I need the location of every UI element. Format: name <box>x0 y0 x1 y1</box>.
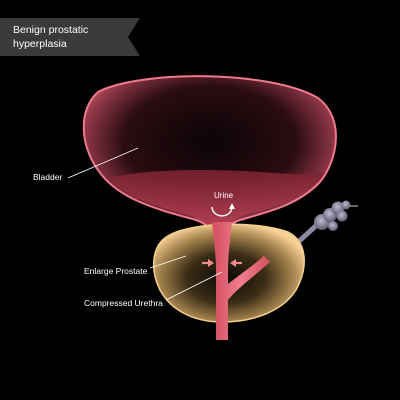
vesicle-lobe <box>328 221 338 231</box>
title-line-1: Benign prostatic <box>13 24 89 36</box>
prostate <box>153 223 305 323</box>
bladder-label: Bladder <box>33 172 63 182</box>
leader-lines <box>67 147 223 301</box>
prostate-gland <box>153 223 305 323</box>
urethra <box>212 222 270 340</box>
circular-arrow-icon <box>211 203 235 217</box>
title-banner: Benign prostatic hyperplasia <box>0 18 140 56</box>
title-line-2: hyperplasia <box>13 38 67 50</box>
urethra-tube <box>212 222 270 340</box>
vesicle-lobe <box>336 210 348 222</box>
urethra-label: Compressed Urethra <box>84 298 163 308</box>
bladder <box>82 75 337 243</box>
inward-arrows-icon <box>202 259 242 267</box>
title-banner-shape <box>0 18 140 56</box>
bladder-leader <box>67 147 139 179</box>
prostate-leader <box>149 255 187 269</box>
urethra-leader <box>165 271 223 301</box>
page-title: Benign prostatic hyperplasia <box>13 23 133 51</box>
urine-label: Urine <box>214 191 234 200</box>
prostate-label: Enlarge Prostate <box>84 266 148 276</box>
urine-pool <box>108 170 325 238</box>
vesicle-lobe <box>341 200 351 210</box>
